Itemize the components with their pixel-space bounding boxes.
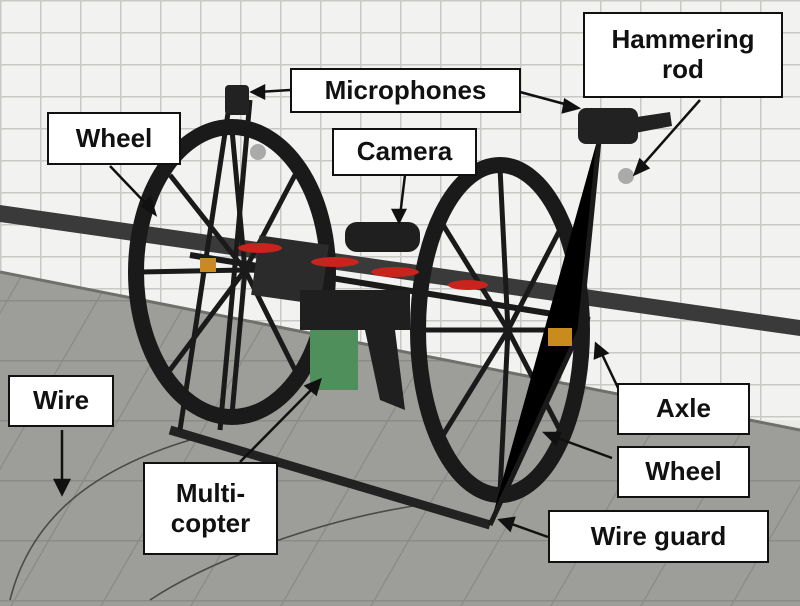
- label-multicopter: Multi- copter: [143, 462, 278, 555]
- label-wheel-right: Wheel: [617, 446, 750, 498]
- label-camera: Camera: [332, 128, 477, 176]
- label-wire: Wire: [8, 375, 114, 427]
- label-axle: Axle: [617, 383, 750, 435]
- label-microphones: Microphones: [290, 68, 521, 113]
- label-wire-guard: Wire guard: [548, 510, 769, 563]
- label-hammering-rod: Hammering rod: [583, 12, 783, 98]
- label-wheel-left: Wheel: [47, 112, 181, 165]
- robot-frame: [168, 85, 672, 530]
- callout-arrows: [52, 83, 701, 539]
